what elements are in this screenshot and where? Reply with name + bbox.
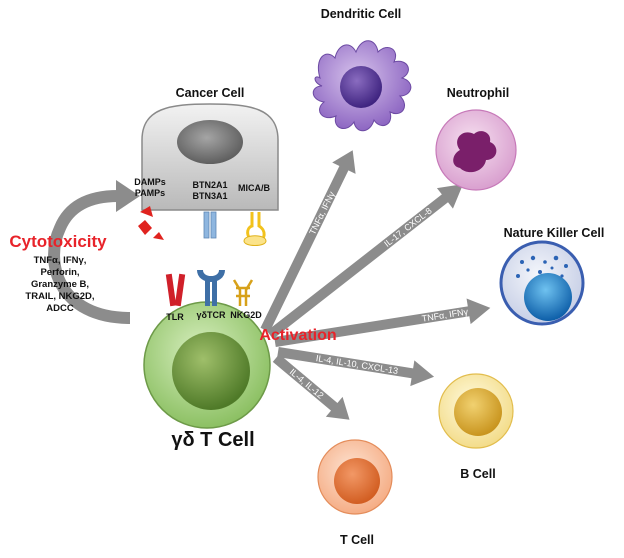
factor-line: TRAIL, NKG2D, <box>25 291 94 302</box>
btn2a1-label: BTN2A1 <box>192 180 227 190</box>
factor-line: ADCC <box>46 303 74 314</box>
cytotoxicity-arrow <box>48 190 131 324</box>
gdtcr-label: γδTCR <box>197 310 226 320</box>
dendritic-cell <box>312 40 412 132</box>
gd-t-cell-label: γδ T Cell <box>171 429 254 451</box>
neutrophil-label: Neutrophil <box>447 86 510 100</box>
btn3a1-label: BTN3A1 <box>192 191 227 201</box>
mica-ligand-icon-2 <box>243 235 267 246</box>
ligand-labels: DAMPs PAMPs BTN2A1 BTN3A1 MICA/B <box>134 177 270 201</box>
arrow-label-nk: TNFα, IFNγ <box>421 306 469 323</box>
t-cell-label: T Cell <box>340 533 374 547</box>
cytotoxicity-arrowhead <box>116 180 140 212</box>
nkg2d-label: NKG2D <box>230 310 262 320</box>
t-cell <box>317 439 393 515</box>
arrow-label-neutrophil: IL-17, CXCL-8 <box>382 206 433 249</box>
cytotoxicity-label: Cytotoxicity <box>9 232 107 251</box>
mica-label: MICA/B <box>238 183 270 193</box>
tlr-icon <box>165 273 186 307</box>
receptor-labels: TLR γδTCR NKG2D <box>166 310 262 322</box>
btn-ligand-icon <box>203 211 217 239</box>
cytotoxicity-factors: TNFα, IFNγ, Perforin, Granzyme B, TRAIL,… <box>25 255 94 314</box>
b-cell-label: B Cell <box>460 467 495 481</box>
damps-pamps-icon <box>138 206 164 240</box>
neutrophil-nucleus <box>453 131 497 173</box>
factor-line: TNFα, IFNγ, <box>34 255 87 266</box>
tlr-label: TLR <box>166 312 184 322</box>
nk-cell <box>499 240 585 326</box>
pamps-label: PAMPs <box>135 188 165 198</box>
factor-line: Granzyme B, <box>31 279 89 290</box>
b-cell <box>438 373 514 449</box>
gd-t-cell-nucleus <box>172 332 250 410</box>
nkg2d-icon <box>232 279 254 306</box>
nk-cell-nucleus <box>524 273 572 321</box>
arrow-label-t: IL-4, IL-12 <box>288 367 326 401</box>
gd-t-cell <box>143 301 271 429</box>
arrow-label-b: IL-4, IL-10, CXCL-13 <box>315 353 399 376</box>
cancer-cell-nucleus <box>177 120 243 164</box>
dendritic-cell-label: Dendritic Cell <box>321 7 402 21</box>
cancer-cell <box>141 103 279 211</box>
nk-granules <box>516 255 568 278</box>
cancer-cell-label: Cancer Cell <box>176 86 245 100</box>
damps-label: DAMPs <box>134 177 166 187</box>
t-cell-nucleus <box>334 458 380 504</box>
activation-label: Activation <box>259 327 336 344</box>
arrow-label-dc: TNFα, IFNγ <box>307 190 337 237</box>
dendritic-cell-nucleus <box>340 66 382 108</box>
nk-cell-label: Nature Killer Cell <box>504 226 605 240</box>
neutrophil <box>435 109 517 191</box>
gdtcr-icon <box>197 269 225 306</box>
b-cell-nucleus <box>454 388 502 436</box>
factor-line: Perforin, <box>40 267 79 278</box>
